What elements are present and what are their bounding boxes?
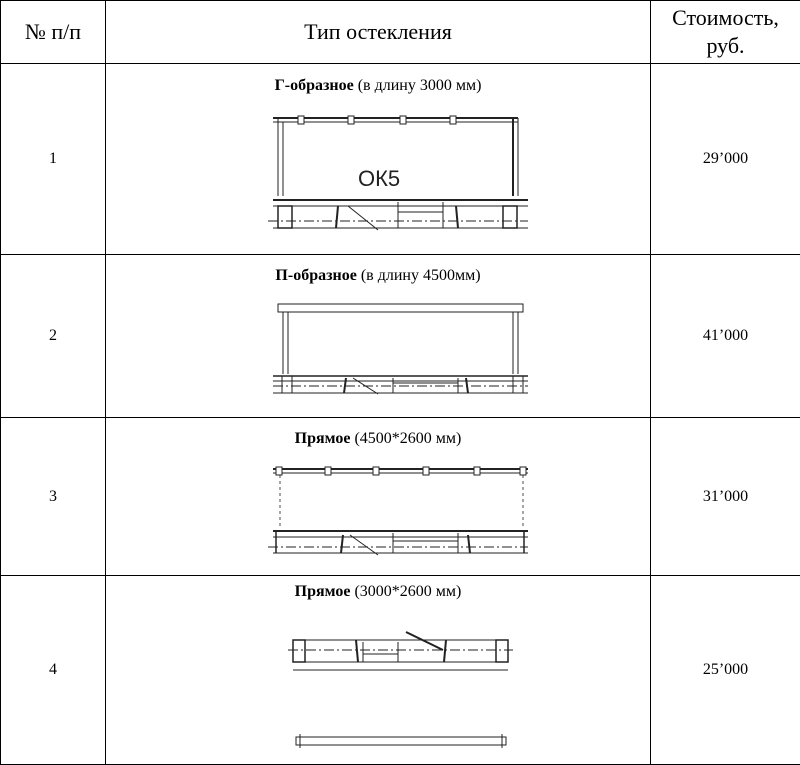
header-cost: Стоимость, руб. <box>651 1 800 64</box>
row-cost: 25’000 <box>651 576 800 765</box>
row-type-bold: П-образное <box>275 267 356 284</box>
row-type-cell: П-образное (в длину 4500мм) <box>106 255 651 418</box>
header-number: № п/п <box>1 1 106 64</box>
row-type-bold: Прямое <box>295 583 351 600</box>
table-row: 1 Г-образное (в длину 3000 мм) ОК5 <box>1 64 800 255</box>
row-number: 3 <box>1 418 106 576</box>
row-type-rest: (в длину 4500мм) <box>357 267 481 284</box>
row-cost: 41’000 <box>651 255 800 418</box>
row-type-title: П-образное (в длину 4500мм) <box>106 266 650 286</box>
row-type-bold: Г-образное <box>275 77 354 94</box>
header-cost-line1: Стоимость, <box>672 5 779 30</box>
row-number: 2 <box>1 255 106 418</box>
row-type-title: Прямое (4500*2600 мм) <box>106 429 650 449</box>
row-type-cell: Прямое (3000*2600 мм) <box>106 576 651 765</box>
row-type-bold: Прямое <box>295 430 351 447</box>
drawing-label: ОК5 <box>358 166 400 191</box>
row-number: 4 <box>1 576 106 765</box>
straight-glazing-3000-drawing <box>228 602 528 762</box>
row-type-rest: (в длину 3000 мм) <box>354 77 482 94</box>
row-type-rest: (4500*2600 мм) <box>350 430 461 447</box>
row-type-rest: (3000*2600 мм) <box>350 583 461 600</box>
table-row: 2 П-образное (в длину 4500мм) <box>1 255 800 418</box>
header-row: № п/п Тип остекления Стоимость, руб. <box>1 1 800 64</box>
row-number: 1 <box>1 64 106 255</box>
table-row: 4 Прямое (3000*2600 мм) 25’000 <box>1 576 800 765</box>
straight-glazing-4500-drawing <box>228 449 528 569</box>
row-type-cell: Г-образное (в длину 3000 мм) ОК5 <box>106 64 651 255</box>
l-shaped-glazing-drawing: ОК5 <box>228 96 528 246</box>
row-type-title: Прямое (3000*2600 мм) <box>106 582 650 602</box>
row-cost: 31’000 <box>651 418 800 576</box>
header-cost-line2: руб. <box>706 33 744 58</box>
table-row: 3 Прямое (4500*2600 мм) <box>1 418 800 576</box>
row-type-title: Г-образное (в длину 3000 мм) <box>106 76 650 96</box>
row-cost: 29’000 <box>651 64 800 255</box>
header-type: Тип остекления <box>106 1 651 64</box>
row-type-cell: Прямое (4500*2600 мм) <box>106 418 651 576</box>
u-shaped-glazing-drawing <box>228 286 528 411</box>
